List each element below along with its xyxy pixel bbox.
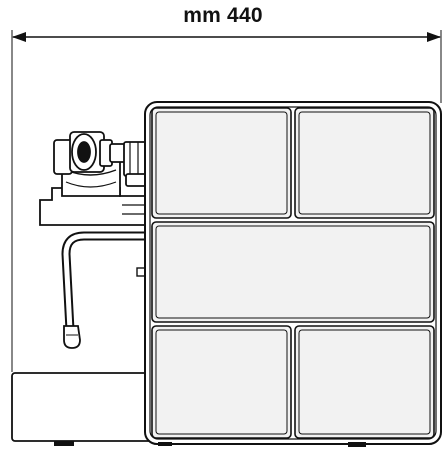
main-body-inner	[149, 106, 437, 440]
drip-tray-body	[11, 372, 153, 442]
dimension-annotation	[11, 30, 442, 372]
drip-tray	[11, 372, 153, 446]
panel-top-left-inner	[155, 111, 288, 215]
panel-bottom-left-inner	[155, 329, 288, 435]
panel-middle	[151, 221, 435, 323]
panel-top-right	[294, 107, 435, 219]
side-knob	[136, 267, 146, 277]
panel-top-left	[151, 107, 292, 219]
panel-bottom-right-inner	[298, 329, 431, 435]
side-panels	[151, 107, 435, 439]
panel-middle-inner	[155, 225, 431, 319]
foot-right	[348, 442, 366, 447]
dimension-label: mm 440	[183, 4, 263, 27]
drip-tray-foot-left	[54, 441, 74, 446]
panel-bottom-left	[151, 325, 292, 439]
main-body	[144, 101, 442, 447]
steam-wand-icon	[61, 231, 155, 349]
panel-bottom-right	[294, 325, 435, 439]
brew-group-icon	[53, 131, 147, 187]
panel-top-right-inner	[298, 111, 431, 215]
foot-left	[158, 442, 172, 446]
